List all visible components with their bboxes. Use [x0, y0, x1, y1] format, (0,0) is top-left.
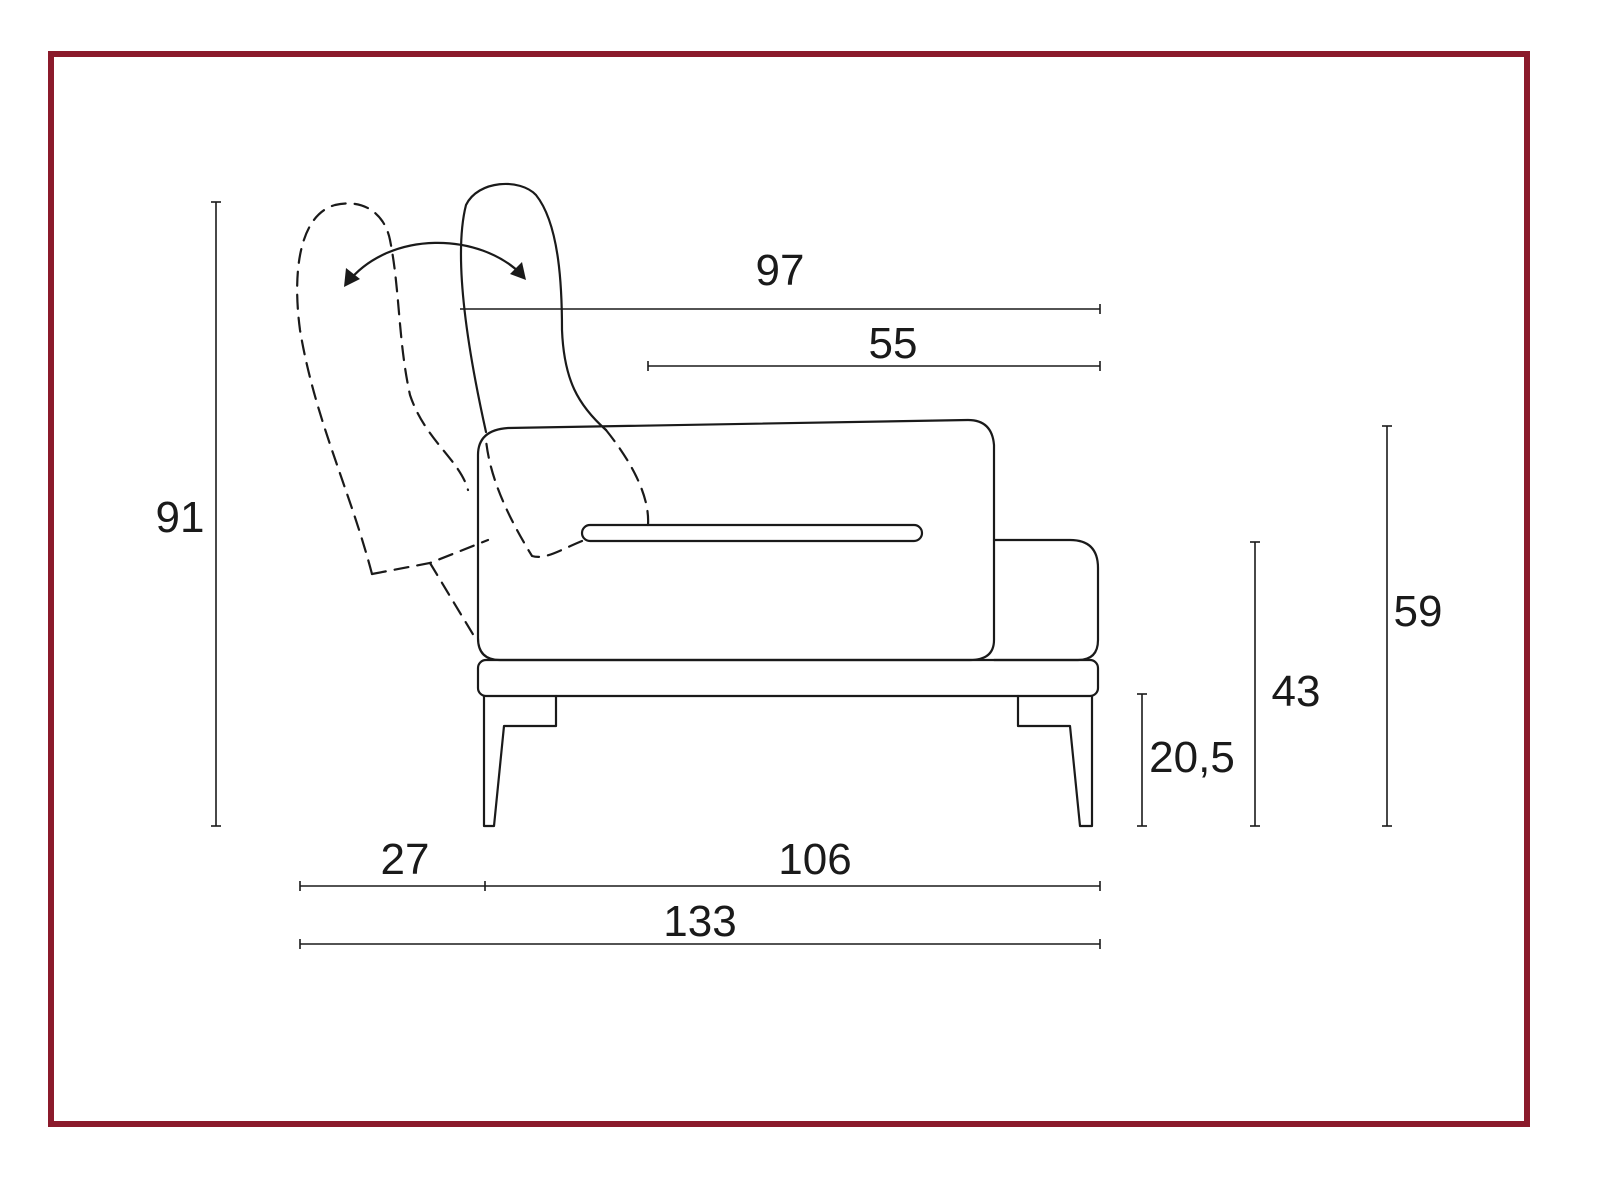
leg-left: [482, 694, 558, 828]
sofa-profile: [459, 182, 1100, 828]
dim-seat-height: 43: [1250, 541, 1321, 827]
dim-armrest-height-label: 59: [1394, 587, 1443, 636]
dim-body-width-label: 106: [778, 835, 851, 884]
reclined-backrest-path: [484, 428, 650, 558]
reclined-headrest-outline: [296, 202, 470, 576]
dim-total-width-label: 133: [663, 897, 736, 946]
dim-total-height-label: 91: [156, 493, 205, 542]
dim-seat-depth-label: 55: [869, 319, 918, 368]
dim-headrest-offset-label: 27: [381, 835, 430, 884]
backrest-outline: [459, 182, 608, 434]
dim-armrest-height: 59: [1382, 425, 1443, 827]
dim-total-width: 133: [299, 897, 1101, 949]
base-frame: [476, 658, 1100, 698]
recline-support-line: [428, 561, 476, 638]
dim-partial-widths: 27 106: [299, 835, 1101, 891]
dim-leg-height: 20,5: [1137, 693, 1235, 827]
reclined-headrest: [296, 202, 650, 638]
leg-right: [1016, 694, 1094, 828]
dim-seat-height-label: 43: [1272, 667, 1321, 716]
dim-headrest-depth-label: 97: [756, 246, 805, 295]
recline-arrow-icon: [344, 241, 526, 287]
reclined-headrest-inner: [370, 538, 490, 576]
dim-headrest-depth: 97: [460, 246, 1101, 314]
drawing-frame: [48, 51, 1530, 1127]
dim-seat-depth: 55: [647, 319, 1101, 371]
armrest-cushion: [992, 538, 1100, 662]
cushion-seam: [580, 523, 924, 543]
dim-total-height: 91: [156, 201, 221, 827]
dim-leg-height-label: 20,5: [1149, 733, 1235, 782]
